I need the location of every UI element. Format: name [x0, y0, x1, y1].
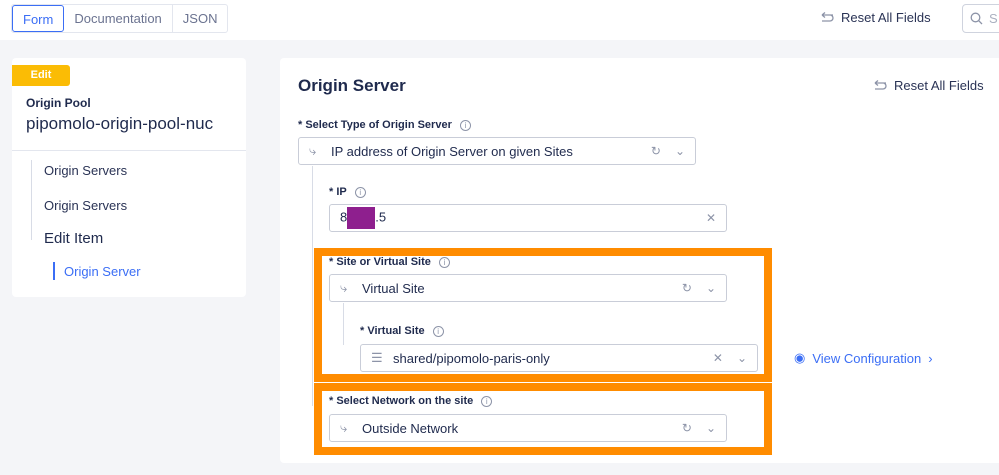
info-icon[interactable]: i — [354, 186, 366, 198]
info-icon[interactable]: i — [481, 395, 493, 407]
edit-badge: Edit — [12, 65, 70, 86]
tab-documentation[interactable]: Documentation — [64, 5, 173, 32]
chevron-down-icon[interactable]: ⌄ — [705, 281, 716, 295]
chevron-down-icon[interactable]: ⌄ — [736, 351, 747, 365]
site-type-select[interactable]: ⤷Virtual Site ↻⌄ — [329, 274, 727, 302]
tab-json[interactable]: JSON — [182, 11, 218, 26]
list-icon: ☰ — [371, 350, 383, 365]
sidebar-item-origin-servers[interactable]: Origin Servers — [44, 163, 128, 178]
info-icon[interactable]: i — [438, 256, 450, 268]
chevron-down-icon[interactable]: ⌄ — [674, 144, 685, 158]
sidebar-item-edit-item[interactable]: Edit Item — [44, 230, 104, 247]
sidebar-item-origin-server[interactable]: Origin Server — [64, 264, 141, 279]
chevron-down-icon[interactable]: ⌄ — [705, 421, 716, 435]
object-type: Origin Pool — [26, 96, 91, 110]
object-name: pipomolo-origin-pool-nuc — [26, 114, 214, 133]
undo-icon — [821, 11, 834, 22]
sidebar-item-origin-servers-2[interactable]: Origin Servers — [44, 198, 128, 213]
refresh-icon[interactable]: ↻ — [681, 281, 692, 295]
info-icon[interactable]: i — [432, 325, 444, 337]
search-input[interactable]: S — [962, 4, 999, 33]
page-title: Origin Server — [298, 76, 406, 95]
tree-line — [312, 166, 313, 406]
undo-icon — [874, 79, 887, 90]
tree-line — [31, 160, 32, 240]
info-icon[interactable]: i — [459, 119, 471, 131]
eye-icon: ◉ — [794, 350, 806, 365]
view-configuration-link[interactable]: ◉View Configuration› — [794, 350, 933, 366]
reset-all-fields-button[interactable]: Reset All Fields — [818, 10, 931, 25]
redaction-block — [347, 207, 376, 229]
search-icon — [970, 12, 983, 25]
clear-icon[interactable]: ✕ — [712, 351, 723, 365]
sidebar: Origin Pool pipomolo-origin-pool-nuc Ori… — [12, 58, 246, 297]
network-select[interactable]: ⤷Outside Network ↻⌄ — [329, 414, 727, 442]
branch-icon: ⤷ — [340, 280, 348, 295]
refresh-icon[interactable]: ↻ — [681, 421, 692, 435]
divider — [12, 150, 246, 151]
view-tabs: Form Documentation JSON — [11, 4, 229, 33]
active-indicator — [53, 262, 55, 280]
origin-type-select[interactable]: ⤷IP address of Origin Server on given Si… — [298, 137, 696, 165]
origin-server-panel — [280, 58, 999, 463]
tree-line — [343, 303, 344, 345]
refresh-icon[interactable]: ↻ — [650, 144, 661, 158]
branch-icon: ⤷ — [340, 420, 348, 435]
highlight-box-site — [314, 248, 772, 382]
chevron-right-icon: › — [928, 350, 933, 366]
ip-input[interactable]: 8.5 ✕ — [329, 204, 727, 232]
panel-reset-button[interactable]: Reset All Fields — [871, 78, 984, 93]
highlight-box-network — [314, 383, 772, 455]
tab-form[interactable]: Form — [12, 5, 65, 32]
clear-icon[interactable]: ✕ — [705, 211, 716, 225]
branch-icon: ⤷ — [309, 143, 317, 158]
virtual-site-select[interactable]: ☰shared/pipomolo-paris-only ✕⌄ — [360, 344, 758, 372]
